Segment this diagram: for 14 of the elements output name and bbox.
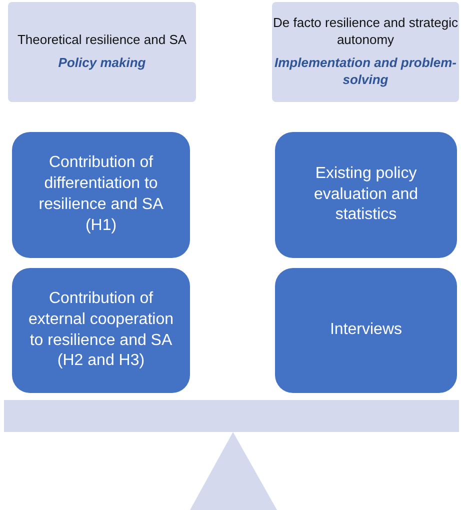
method-box	[275, 132, 457, 258]
header-box	[272, 2, 459, 102]
method-box	[12, 268, 190, 393]
method-box	[12, 132, 190, 258]
method-box	[275, 268, 457, 393]
box-subheading: Policy making	[58, 55, 146, 72]
box-text: Contribution of external cooperation to resilience and SA (H2 and H3)	[28, 288, 174, 372]
header-box	[8, 2, 196, 102]
box-heading: De facto resilience and strategic autonomy	[272, 15, 459, 49]
box-text: Existing policy evaluation and statistics	[312, 164, 420, 226]
box-heading: Theoretical resilience and SA	[17, 32, 187, 49]
box-subheading: Implementation and problem-solving	[273, 55, 458, 89]
box-text: Contribution of differentiation to resilience and SA (H1)	[38, 153, 164, 236]
box-text: Interviews	[330, 320, 402, 340]
